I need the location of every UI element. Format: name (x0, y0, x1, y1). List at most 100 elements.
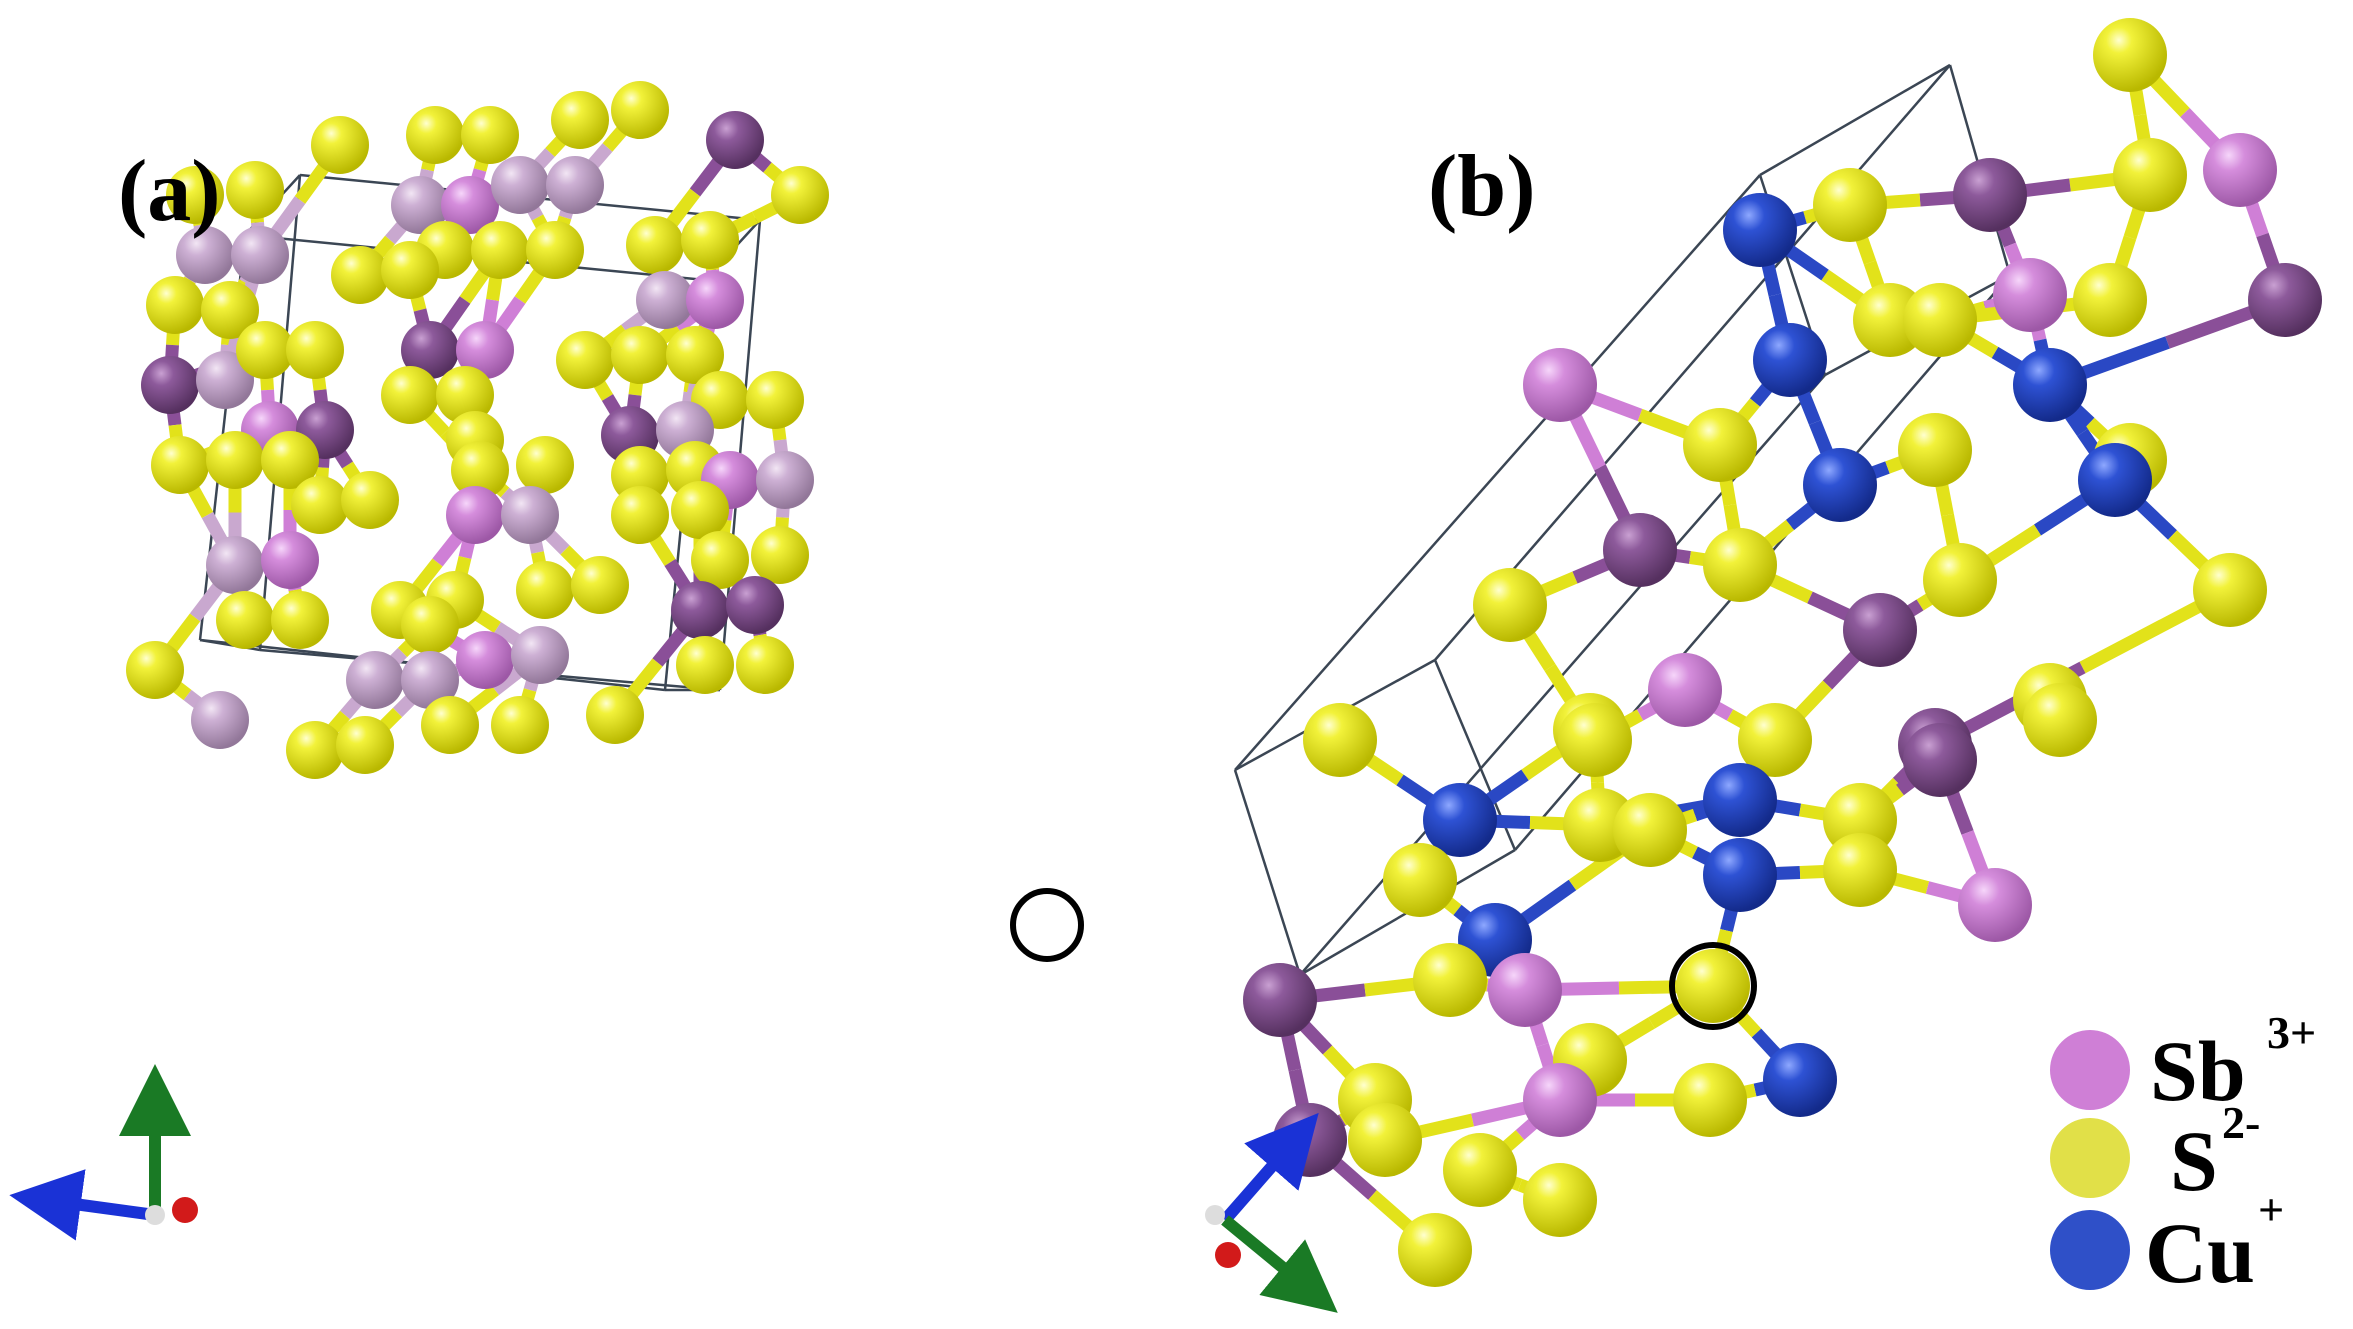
sulfur-atom (146, 276, 204, 334)
sulfur-atom (311, 116, 369, 174)
sulfur-atom (461, 106, 519, 164)
sulfur-atom (1823, 833, 1897, 907)
sulfur-atom (166, 166, 224, 224)
sulfur-atom (736, 636, 794, 694)
legend-symbol-cu: Cu (2145, 1205, 2255, 1301)
sulfur-atom (451, 441, 509, 499)
antimony-atom (491, 156, 549, 214)
sulfur-atom (381, 366, 439, 424)
axis-triad-icon (1205, 1112, 1338, 1313)
sulfur-atom (436, 366, 494, 424)
sulfur-atom (381, 241, 439, 299)
sulfur-atom (261, 431, 319, 489)
unit-cell-edge (1233, 769, 1302, 976)
legend-item-sb: Sb 3+ (2050, 1007, 2316, 1119)
antimony-atom (176, 226, 234, 284)
panel-a-structure (126, 81, 1084, 962)
sulfur-atom (291, 476, 349, 534)
legend-symbol-sb: Sb (2150, 1023, 2246, 1119)
sulfur-atom (401, 596, 459, 654)
sulfur-atom (1738, 703, 1812, 777)
sulfur-atom (516, 561, 574, 619)
sulfur-atom (516, 436, 574, 494)
sulfur-atom (1923, 543, 1997, 617)
sulfur-atom (1613, 793, 1687, 867)
sulfur-atom (1303, 703, 1377, 777)
antimony-atom (401, 651, 459, 709)
legend-swatch-cu (2050, 1210, 2130, 1290)
sulfur-atom (676, 636, 734, 694)
antimony-atom (671, 581, 729, 639)
antimony-atom (1523, 1063, 1597, 1137)
legend-item-s: S 2- (2050, 1097, 2260, 1209)
antimony-atom (511, 626, 569, 684)
sulfur-atom (1703, 528, 1777, 602)
sulfur-atom (1413, 943, 1487, 1017)
sulfur-atom (1383, 843, 1457, 917)
sulfur-atom (611, 326, 669, 384)
copper-atom (1423, 783, 1497, 857)
panel-b-label: (b) (1428, 138, 1536, 235)
antimony-atom (196, 351, 254, 409)
antimony-atom (1273, 1103, 1347, 1177)
legend-swatch-sb (2050, 1030, 2130, 1110)
sulfur-atom (491, 696, 549, 754)
sulfur-atom (611, 81, 669, 139)
antimony-atom (1843, 593, 1917, 667)
legend-item-cu: Cu + (2050, 1184, 2284, 1301)
antimony-atom (441, 176, 499, 234)
antimony-atom (401, 321, 459, 379)
sulfur-atom (1673, 1063, 1747, 1137)
antimony-atom (141, 356, 199, 414)
sulfur-atom (471, 221, 529, 279)
legend-charge-cu: + (2258, 1184, 2284, 1235)
antimony-atom (1603, 513, 1677, 587)
panel-a-atoms (126, 81, 829, 779)
sulfur-atom (1903, 283, 1977, 357)
antimony-atom (2203, 133, 2277, 207)
sulfur-atom (271, 591, 329, 649)
sulfur-atom (571, 556, 629, 614)
sulfur-atom (2113, 138, 2187, 212)
sulfur-atom (336, 716, 394, 774)
sulfur-atom (1473, 568, 1547, 642)
copper-atom (1753, 323, 1827, 397)
sulfur-atom (526, 221, 584, 279)
panel-b-atoms (1243, 18, 2322, 1287)
sulfur-atom (556, 331, 614, 389)
antimony-atom (456, 631, 514, 689)
antimony-atom (346, 651, 404, 709)
antimony-atom (1243, 963, 1317, 1037)
sulfur-atom (406, 106, 464, 164)
sulfur-atom (216, 591, 274, 649)
sulfur-atom (586, 686, 644, 744)
sulfur-atom (611, 486, 669, 544)
sulfur-atom (1683, 408, 1757, 482)
panel-b-structure (1233, 18, 2322, 1287)
antimony-atom (756, 451, 814, 509)
sulfur-atom (611, 446, 669, 504)
antimony-atom (391, 176, 449, 234)
sulfur-atom (226, 161, 284, 219)
antimony-atom (1993, 258, 2067, 332)
unit-cell-edge (1434, 64, 1951, 661)
sulfur-atom (1558, 703, 1632, 777)
copper-atom (1703, 763, 1777, 837)
antimony-atom (686, 271, 744, 329)
sulfur-atom (341, 471, 399, 529)
sulfur-atom (671, 481, 729, 539)
sulfur-atom (1443, 1133, 1517, 1207)
copper-atom (1723, 193, 1797, 267)
sulfur-atom (746, 371, 804, 429)
antimony-atom (231, 226, 289, 284)
sulfur-atom (1676, 949, 1750, 1023)
antimony-atom (726, 576, 784, 634)
unit-cell-edge (1759, 63, 1951, 177)
panel-b-highlighted-atom-ring (1669, 942, 1757, 1030)
antimony-atom (546, 156, 604, 214)
axis-triad-icon (9, 1064, 198, 1241)
copper-atom (1763, 1043, 1837, 1117)
sulfur-atom (626, 216, 684, 274)
sulfur-atom (2093, 18, 2167, 92)
sulfur-atom (286, 721, 344, 779)
